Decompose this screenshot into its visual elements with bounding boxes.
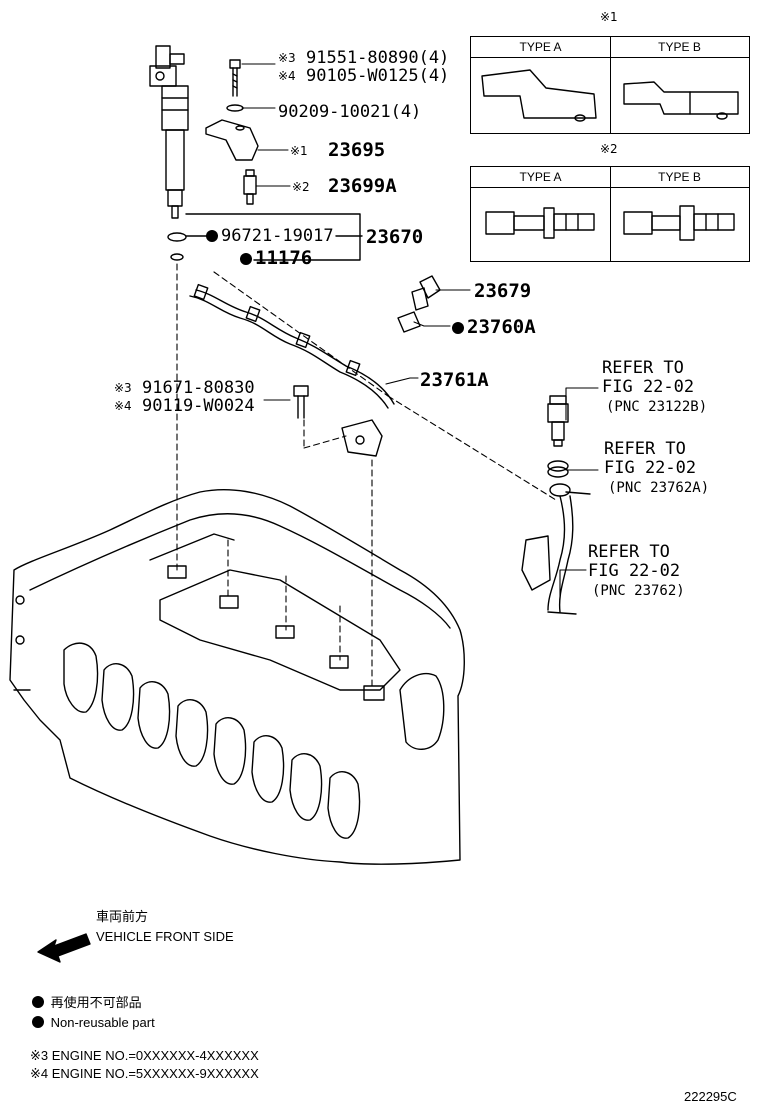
group-bracket xyxy=(185,213,361,261)
part-23760A: 23760A xyxy=(452,318,536,337)
mark-4-label: ※4 xyxy=(278,69,296,83)
type-table-2-type-a: TYPE A xyxy=(471,167,610,188)
refer-1-line2: FIG 22-02 xyxy=(602,377,695,397)
non-reusable-dot-icon xyxy=(206,230,218,242)
mark-4-label-b: ※4 xyxy=(114,399,132,413)
type-table-2-mark: ※2 xyxy=(600,142,618,156)
part-90209: 90209-10021(4) xyxy=(278,102,422,122)
part-23679: 23679 xyxy=(474,280,532,302)
legend-jp: 再使用不可部品 xyxy=(32,996,142,1009)
refer-2-line2: FIG 22-02 xyxy=(604,458,697,478)
stud-drawing xyxy=(243,169,257,205)
part-23670: 23670 xyxy=(366,226,424,248)
type-table-1-type-a: TYPE A xyxy=(471,37,610,58)
bolt-drawing xyxy=(226,59,244,112)
part-91551: 91551-80890(4) xyxy=(306,48,450,68)
non-reusable-dot-icon xyxy=(32,1016,44,1028)
gasket-drawing xyxy=(170,253,184,261)
mark-2-label: ※2 xyxy=(292,180,310,194)
refer-1-line1: REFER TO xyxy=(602,358,684,378)
part-23761A: 23761A xyxy=(420,369,489,391)
part-23699A: 23699A xyxy=(328,175,397,197)
refer-2-line1: REFER TO xyxy=(604,439,686,459)
part-91671: 91671-80830 xyxy=(142,378,255,398)
refer-block-1: REFER TO FIG 22-02 (PNC 23122B) xyxy=(602,358,708,415)
injector-drawing xyxy=(149,45,189,219)
part-23695: 23695 xyxy=(328,139,386,161)
type-table-1-type-b: TYPE B xyxy=(610,37,749,58)
bracket-bolt-drawing xyxy=(293,385,383,457)
injection-pipe-drawing xyxy=(189,283,395,409)
non-reusable-dot-icon xyxy=(240,253,252,265)
mark-1-label: ※1 xyxy=(290,144,308,158)
sensor-drawing xyxy=(521,395,591,615)
type-table-1-mark: ※1 xyxy=(600,10,618,24)
legend-en: Non-reusable part xyxy=(32,1016,155,1029)
non-reusable-dot-icon xyxy=(452,322,464,334)
clamp-drawing xyxy=(205,119,259,161)
type-table-2-type-b: TYPE B xyxy=(610,167,749,188)
refer-3-line1: REFER TO xyxy=(588,542,670,562)
engine-note-4: ※4 ENGINE NO.=5XXXXXX-9XXXXXX xyxy=(30,1066,259,1081)
part-90105: 90105-W0125(4) xyxy=(306,66,450,86)
dashed-guides xyxy=(176,263,557,691)
type-table-2: TYPE A TYPE B xyxy=(470,166,750,262)
refer-3-line3: (PNC 23762) xyxy=(592,583,685,599)
refer-block-3: REFER TO FIG 22-02 (PNC 23762) xyxy=(588,542,685,599)
mark-3-label: ※3 xyxy=(278,51,296,65)
mark-3-label-b: ※3 xyxy=(114,381,132,395)
engine-note-3: ※3 ENGINE NO.=0XXXXXX-4XXXXXX xyxy=(30,1048,259,1063)
part-96721: 96721-19017 xyxy=(206,228,334,245)
engine-head-drawing xyxy=(9,489,465,865)
refer-block-2: REFER TO FIG 22-02 (PNC 23762A) xyxy=(604,439,710,496)
type-table-drawings xyxy=(481,69,739,241)
type-table-1: TYPE A TYPE B xyxy=(470,36,750,134)
o-ring-drawing xyxy=(167,232,187,242)
front-arrow-icon xyxy=(37,933,91,963)
part-11176: 11176 xyxy=(240,249,312,268)
refer-2-line3: (PNC 23762A) xyxy=(608,480,710,496)
non-reusable-dot-icon xyxy=(32,996,44,1008)
fitting-drawing xyxy=(397,275,441,333)
front-label-jp: 車両前方 xyxy=(96,909,149,924)
part-90119: 90119-W0024 xyxy=(142,396,255,416)
diagram-id: 222295C xyxy=(684,1089,737,1104)
refer-1-line3: (PNC 23122B) xyxy=(606,399,708,415)
refer-3-line2: FIG 22-02 xyxy=(588,561,681,581)
front-label-en: VEHICLE FRONT SIDE xyxy=(96,929,234,944)
leader-lines xyxy=(241,63,599,601)
